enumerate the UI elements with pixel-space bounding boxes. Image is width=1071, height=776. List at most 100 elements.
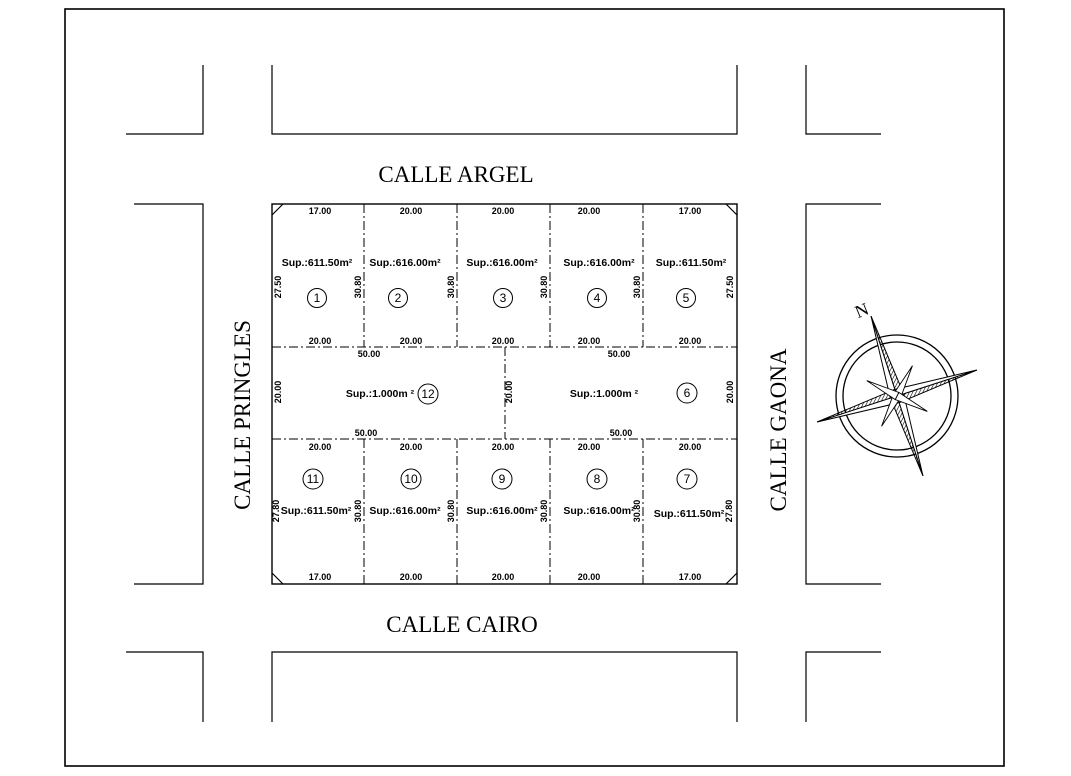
dim-label: 27.50 — [725, 276, 735, 299]
dim-label: 30.80 — [539, 276, 549, 299]
lot-5: Sup.:611.50m² 5 — [656, 257, 727, 308]
dim-label: 30.80 — [353, 500, 363, 523]
dim-label: 20.00 — [400, 206, 423, 216]
dim-label: 27.80 — [271, 500, 281, 523]
block-e — [805, 203, 881, 585]
dim-label: 20.00 — [492, 572, 515, 582]
dim-label: 20.00 — [400, 336, 423, 346]
lot-number: 3 — [500, 291, 507, 305]
street-top-label: CALLE ARGEL — [378, 162, 533, 187]
dim-label: 20.00 — [492, 442, 515, 452]
street-left-label: CALLE PRINGLES — [230, 320, 255, 510]
lot-number-circle — [491, 468, 513, 490]
lot-number-circle — [307, 288, 327, 308]
lot-number-circle — [676, 468, 698, 490]
lot-3: Sup.:616.00m² 3 — [466, 257, 538, 308]
dim-label: 30.80 — [446, 500, 456, 523]
lot-area: Sup.:616.00m² — [466, 257, 538, 269]
dim-label: 20.00 — [273, 381, 283, 404]
lot-number-circle — [388, 288, 408, 308]
lot-area: Sup.:616.00m² — [369, 257, 441, 269]
lot-number-circle — [676, 382, 698, 404]
lot-11: Sup.:611.50m² 11 — [281, 468, 352, 517]
compass-rose-icon — [816, 315, 978, 477]
dim-label: 20.00 — [578, 336, 601, 346]
dim-label: 50.00 — [608, 349, 631, 359]
lot-number: 12 — [421, 387, 435, 401]
lot-area: Sup.:616.00m² — [369, 505, 441, 517]
lot-6: Sup.:1.000m ² 6 — [570, 382, 698, 404]
lot-area: Sup.:1.000m ² — [346, 388, 415, 400]
lot-number: 8 — [594, 472, 601, 486]
lot-area: Sup.:1.000m ² — [570, 388, 639, 400]
lot-division-lines — [272, 204, 737, 584]
lot-4: Sup.:616.00m² 4 — [563, 257, 635, 308]
lot-9: Sup.:616.00m² 9 — [466, 468, 538, 517]
lot-number: 2 — [395, 291, 402, 305]
dim-label: 50.00 — [358, 349, 381, 359]
lot-number: 1 — [314, 291, 321, 305]
lot-number-circle — [587, 288, 607, 308]
dim-label: 20.00 — [725, 381, 735, 404]
dim-label: 20.00 — [309, 336, 332, 346]
dim-label: 30.80 — [539, 500, 549, 523]
surrounding-blocks — [126, 65, 881, 722]
lot-number-circle — [586, 468, 608, 490]
dim-label: 50.00 — [610, 428, 633, 438]
street-bottom-label: CALLE CAIRO — [386, 612, 537, 637]
lot-number: 10 — [404, 472, 418, 486]
dim-label: 20.00 — [504, 381, 514, 404]
block-w — [134, 203, 204, 585]
dim-label: 20.00 — [492, 336, 515, 346]
lot-10: Sup.:616.00m² 10 — [369, 468, 441, 517]
lot-number: 6 — [684, 386, 691, 400]
lot-area: Sup.:611.50m² — [282, 257, 353, 269]
dim-label: 20.00 — [578, 572, 601, 582]
lot-7: Sup.:611.50m² 7 — [654, 468, 725, 520]
dim-label: 20.00 — [679, 442, 702, 452]
dim-label: 27.50 — [273, 276, 283, 299]
lot-1: Sup.:611.50m² 1 — [282, 257, 353, 308]
block-ne — [805, 65, 881, 135]
lot-number-circle — [400, 468, 422, 490]
dim-label: 17.00 — [679, 206, 702, 216]
lot-area: Sup.:616.00m² — [563, 257, 635, 269]
dim-label: 17.00 — [309, 572, 332, 582]
drawing-frame — [64, 8, 1005, 767]
lot-number-circle — [302, 468, 324, 490]
dim-label: 30.80 — [632, 276, 642, 299]
lot-area: Sup.:611.50m² — [281, 505, 352, 517]
lot-number-circle — [417, 383, 439, 405]
dim-label: 20.00 — [679, 336, 702, 346]
lot-8: Sup.:616.00m² 8 — [563, 468, 635, 517]
dim-label: 20.00 — [578, 206, 601, 216]
block-nw — [126, 65, 204, 135]
lot-number-circle — [493, 288, 513, 308]
dim-label: 27.80 — [724, 500, 734, 523]
lot-number: 7 — [684, 472, 691, 486]
dim-label: 20.00 — [578, 442, 601, 452]
dim-label: 17.00 — [309, 206, 332, 216]
lot-area: Sup.:616.00m² — [466, 505, 538, 517]
block-s — [271, 651, 738, 722]
lot-number: 4 — [594, 291, 601, 305]
lot-number: 5 — [683, 291, 690, 305]
lot-number: 9 — [499, 472, 506, 486]
lot-area: Sup.:611.50m² — [654, 508, 725, 520]
block-n — [271, 65, 738, 135]
dim-label: 30.80 — [446, 276, 456, 299]
dim-label: 20.00 — [400, 572, 423, 582]
block-se — [805, 651, 881, 722]
lot-area: Sup.:611.50m² — [656, 257, 727, 269]
lot-number: 11 — [307, 472, 320, 486]
dim-label: 20.00 — [492, 206, 515, 216]
lot-area: Sup.:616.00m² — [563, 505, 635, 517]
dim-label: 30.80 — [353, 276, 363, 299]
block-sw — [126, 651, 204, 722]
lot-number-circle — [676, 288, 696, 308]
main-block — [271, 203, 738, 585]
dim-label: 20.00 — [400, 442, 423, 452]
compass-north-label: N — [852, 299, 872, 322]
lot-2: Sup.:616.00m² 2 — [369, 257, 441, 308]
